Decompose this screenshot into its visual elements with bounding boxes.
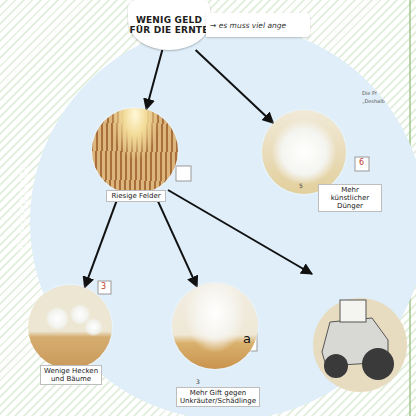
check-box <box>176 166 191 181</box>
answer-letter: a <box>243 332 251 346</box>
connector-line <box>196 50 274 123</box>
check-box <box>98 281 111 294</box>
page-number: 5 <box>299 182 303 189</box>
node-label: Mehr künstlicher Dünger <box>318 184 382 212</box>
callout-number: 6 <box>359 158 364 167</box>
page-number: 3 <box>196 378 200 385</box>
note-text: Die Pf <box>362 90 377 96</box>
node-text: WENIG GELD FÜR DIE ERNTE <box>128 15 210 35</box>
node-label: Wenige Hecken und Bäume <box>40 365 102 385</box>
photo-circle: Riesige Felder <box>92 108 178 194</box>
connector-arrow <box>85 191 121 287</box>
tractor-cab <box>340 300 366 322</box>
connector-arrow <box>196 50 274 123</box>
connector-arrow <box>146 50 162 110</box>
node-text: → es muss viel ange <box>210 21 286 30</box>
tractor-wheel <box>324 354 348 378</box>
note-text: „Deshalb <box>362 98 385 104</box>
callout-number: 3 <box>101 282 106 291</box>
leader-arrow <box>168 190 312 274</box>
connector-arrow <box>153 190 197 287</box>
watermark: © Pindactica <box>16 162 31 252</box>
connector-line <box>153 190 197 287</box>
check-box <box>355 157 369 171</box>
node-label: Mehr Gift gegen Unkräuter/Schädlinge <box>176 387 260 407</box>
photo-circle: Mehr Gift gegen Unkräuter/Schädlinge <box>172 283 258 369</box>
tractor-photo <box>313 298 407 392</box>
connector-line <box>146 50 162 110</box>
note-tab: → es muss viel ange <box>206 13 310 37</box>
tractor-wheel <box>362 348 394 380</box>
connector-line <box>85 191 121 287</box>
node-label: Riesige Felder <box>106 190 166 202</box>
photo-circle: Mehr künstlicher Dünger <box>262 110 346 194</box>
tractor-illustration <box>313 298 407 392</box>
photo-circle: Wenige Hecken und Bäume <box>28 285 112 369</box>
